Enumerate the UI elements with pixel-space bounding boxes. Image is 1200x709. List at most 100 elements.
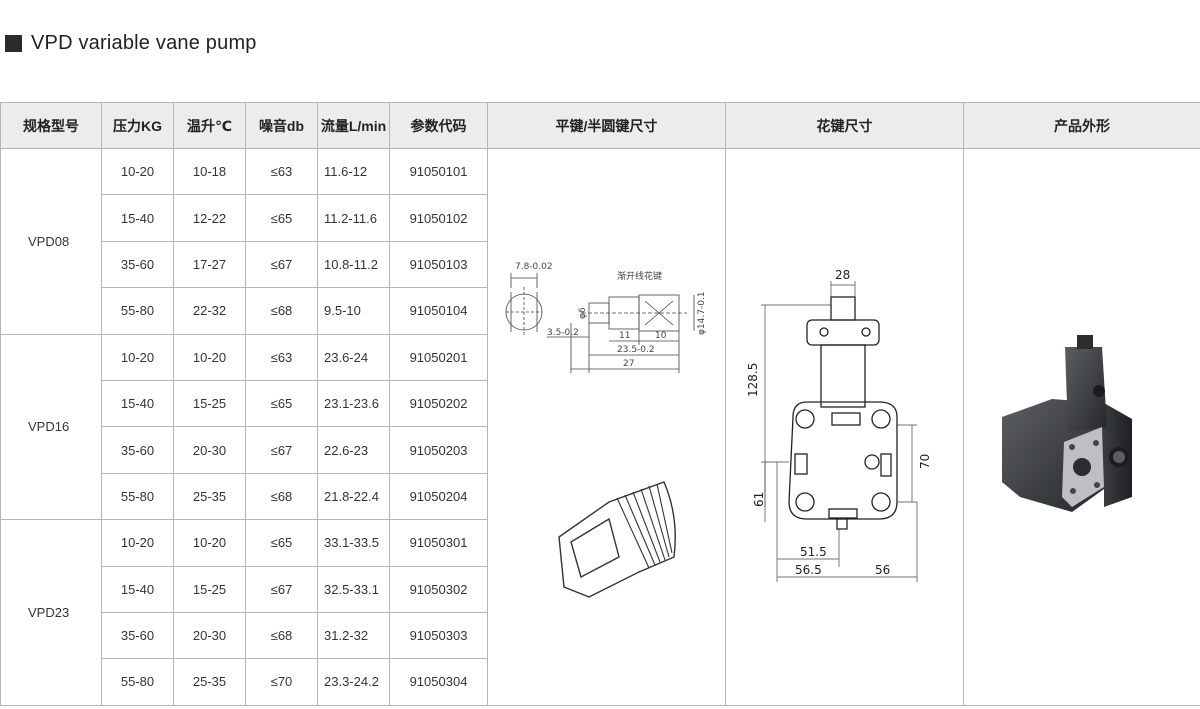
flow-cell: 32.5-33.1	[317, 565, 390, 613]
table-row: 15-40 15-25 ≤65 23.1-23.6 91050202	[1, 379, 1200, 428]
dim-61: 61	[752, 492, 766, 507]
model-cell: VPD16	[0, 333, 102, 521]
temp-cell: 20-30	[173, 426, 246, 474]
page-title: VPD variable vane pump	[31, 31, 257, 54]
code-cell: 91050201	[389, 333, 488, 381]
noise-cell: ≤67	[245, 240, 318, 289]
product-photo-cell	[963, 148, 1200, 706]
pump-product-image	[1002, 334, 1132, 512]
flow-cell: 33.1-33.5	[317, 519, 390, 567]
temp-cell: 10-18	[173, 147, 246, 196]
header-code: 参数代码	[389, 102, 488, 149]
code-cell: 91050303	[389, 611, 488, 660]
dim-28: 28	[835, 268, 850, 282]
table-row: 35-60 20-30 ≤68 31.2-32 91050303	[1, 611, 1200, 660]
pressure-cell: 15-40	[101, 194, 174, 242]
title-square-icon	[5, 34, 22, 52]
label-involute-spline: 渐开线花键	[617, 270, 662, 282]
pressure-cell: 35-60	[101, 611, 174, 660]
dim-phi6: φ6	[578, 307, 588, 319]
code-cell: 91050202	[389, 379, 488, 428]
flow-cell: 11.2-11.6	[317, 194, 390, 242]
dim-10: 10	[655, 331, 667, 341]
temp-cell: 22-32	[173, 287, 246, 335]
flow-cell: 11.6-12	[317, 147, 390, 196]
dim-key-width: 7.8-0.02	[515, 262, 553, 272]
noise-cell: ≤63	[245, 333, 318, 381]
model-cell: VPD23	[0, 519, 102, 706]
table-row: VPD23 10-20 10-20 ≤65 33.1-33.5 91050301	[0, 519, 1200, 706]
code-cell: 91050204	[389, 472, 488, 521]
dim-56: 56	[875, 563, 890, 577]
noise-cell: ≤65	[245, 379, 318, 428]
flow-cell: 21.8-22.4	[317, 472, 390, 521]
spline-drawing-cell: 28 128.5 70 61 51.5 56.5 56	[725, 148, 964, 706]
flow-cell: 31.2-32	[317, 611, 390, 660]
pressure-cell: 10-20	[101, 333, 174, 381]
temp-cell: 17-27	[173, 240, 246, 289]
pressure-cell: 10-20	[101, 519, 174, 567]
code-cell: 91050104	[389, 287, 488, 335]
table-row: 55-80 25-35 ≤70 23.3-24.2 91050304	[1, 658, 1200, 706]
dim-51-5: 51.5	[800, 545, 827, 559]
flow-cell: 23.3-24.2	[317, 658, 390, 706]
flow-cell: 10.8-11.2	[317, 240, 390, 289]
pressure-cell: 55-80	[101, 658, 174, 706]
temp-cell: 15-25	[173, 565, 246, 613]
pressure-cell: 15-40	[101, 565, 174, 613]
noise-cell: ≤65	[245, 194, 318, 242]
header-pressure: 压力KG	[101, 102, 174, 149]
spline-shaft-illustration	[557, 480, 676, 598]
code-cell: 91050302	[389, 565, 488, 613]
noise-cell: ≤70	[245, 658, 318, 706]
temp-cell: 12-22	[173, 194, 246, 242]
noise-cell: ≤67	[245, 426, 318, 474]
noise-cell: ≤68	[245, 611, 318, 660]
pressure-cell: 35-60	[101, 240, 174, 289]
dim-phi14-7: φ14.7-0.1	[697, 291, 707, 335]
table-row: 35-60 17-27 ≤67 10.8-11.2 91050103	[1, 240, 1200, 289]
dim-11: 11	[619, 331, 630, 341]
temp-cell: 20-30	[173, 611, 246, 660]
code-cell: 91050301	[389, 519, 488, 567]
key-drawing-cell: 7.8-0.02 渐开线花键 3.5-0.2 11 10 23.5-0.2 27…	[487, 148, 726, 706]
dim-23-5: 23.5-0.2	[617, 345, 655, 355]
pressure-cell: 55-80	[101, 287, 174, 335]
flow-cell: 22.6-23	[317, 426, 390, 474]
noise-cell: ≤63	[245, 147, 318, 196]
table-row: 55-80 22-32 ≤68 9.5-10 91050104	[1, 287, 1200, 335]
noise-cell: ≤65	[245, 519, 318, 567]
table-row: 15-40 15-25 ≤67 32.5-33.1 91050302	[1, 565, 1200, 613]
header-model: 规格型号	[0, 102, 102, 149]
header-spline-size: 花键尺寸	[725, 102, 964, 149]
code-cell: 91050103	[389, 240, 488, 289]
table-row: 15-40 12-22 ≤65 11.2-11.6 91050102	[1, 194, 1200, 242]
temp-cell: 25-35	[173, 472, 246, 521]
dim-key-depth: 3.5-0.2	[547, 328, 579, 338]
pump-dimension-drawing: 28 128.5 70 61 51.5 56.5 56	[746, 268, 932, 582]
pressure-cell: 35-60	[101, 426, 174, 474]
table-row: 35-60 20-30 ≤67 22.6-23 91050203	[1, 426, 1200, 474]
temp-cell: 15-25	[173, 379, 246, 428]
noise-cell: ≤67	[245, 565, 318, 613]
pressure-cell: 55-80	[101, 472, 174, 521]
pressure-cell: 10-20	[101, 147, 174, 196]
flow-cell: 23.6-24	[317, 333, 390, 381]
noise-cell: ≤68	[245, 472, 318, 521]
header-noise: 噪音db	[245, 102, 318, 149]
key-drawing: 7.8-0.02 渐开线花键 3.5-0.2 11 10 23.5-0.2 27…	[505, 262, 707, 598]
header-temp: 温升℃	[173, 102, 246, 149]
page-title-row: VPD variable vane pump	[5, 31, 257, 55]
code-cell: 91050203	[389, 426, 488, 474]
temp-cell: 25-35	[173, 658, 246, 706]
model-cell: VPD08	[0, 148, 102, 335]
code-cell: 91050304	[389, 658, 488, 706]
code-cell: 91050101	[389, 147, 488, 196]
header-flow: 流量L/min	[317, 102, 390, 149]
pressure-cell: 15-40	[101, 379, 174, 428]
spec-table: 规格型号 压力KG 温升℃ 噪音db 流量L/min 参数代码 平键/半圆键尺寸…	[0, 102, 1200, 706]
dim-70: 70	[918, 454, 932, 469]
temp-cell: 10-20	[173, 519, 246, 567]
dim-128-5: 128.5	[746, 362, 760, 396]
flow-cell: 23.1-23.6	[317, 379, 390, 428]
